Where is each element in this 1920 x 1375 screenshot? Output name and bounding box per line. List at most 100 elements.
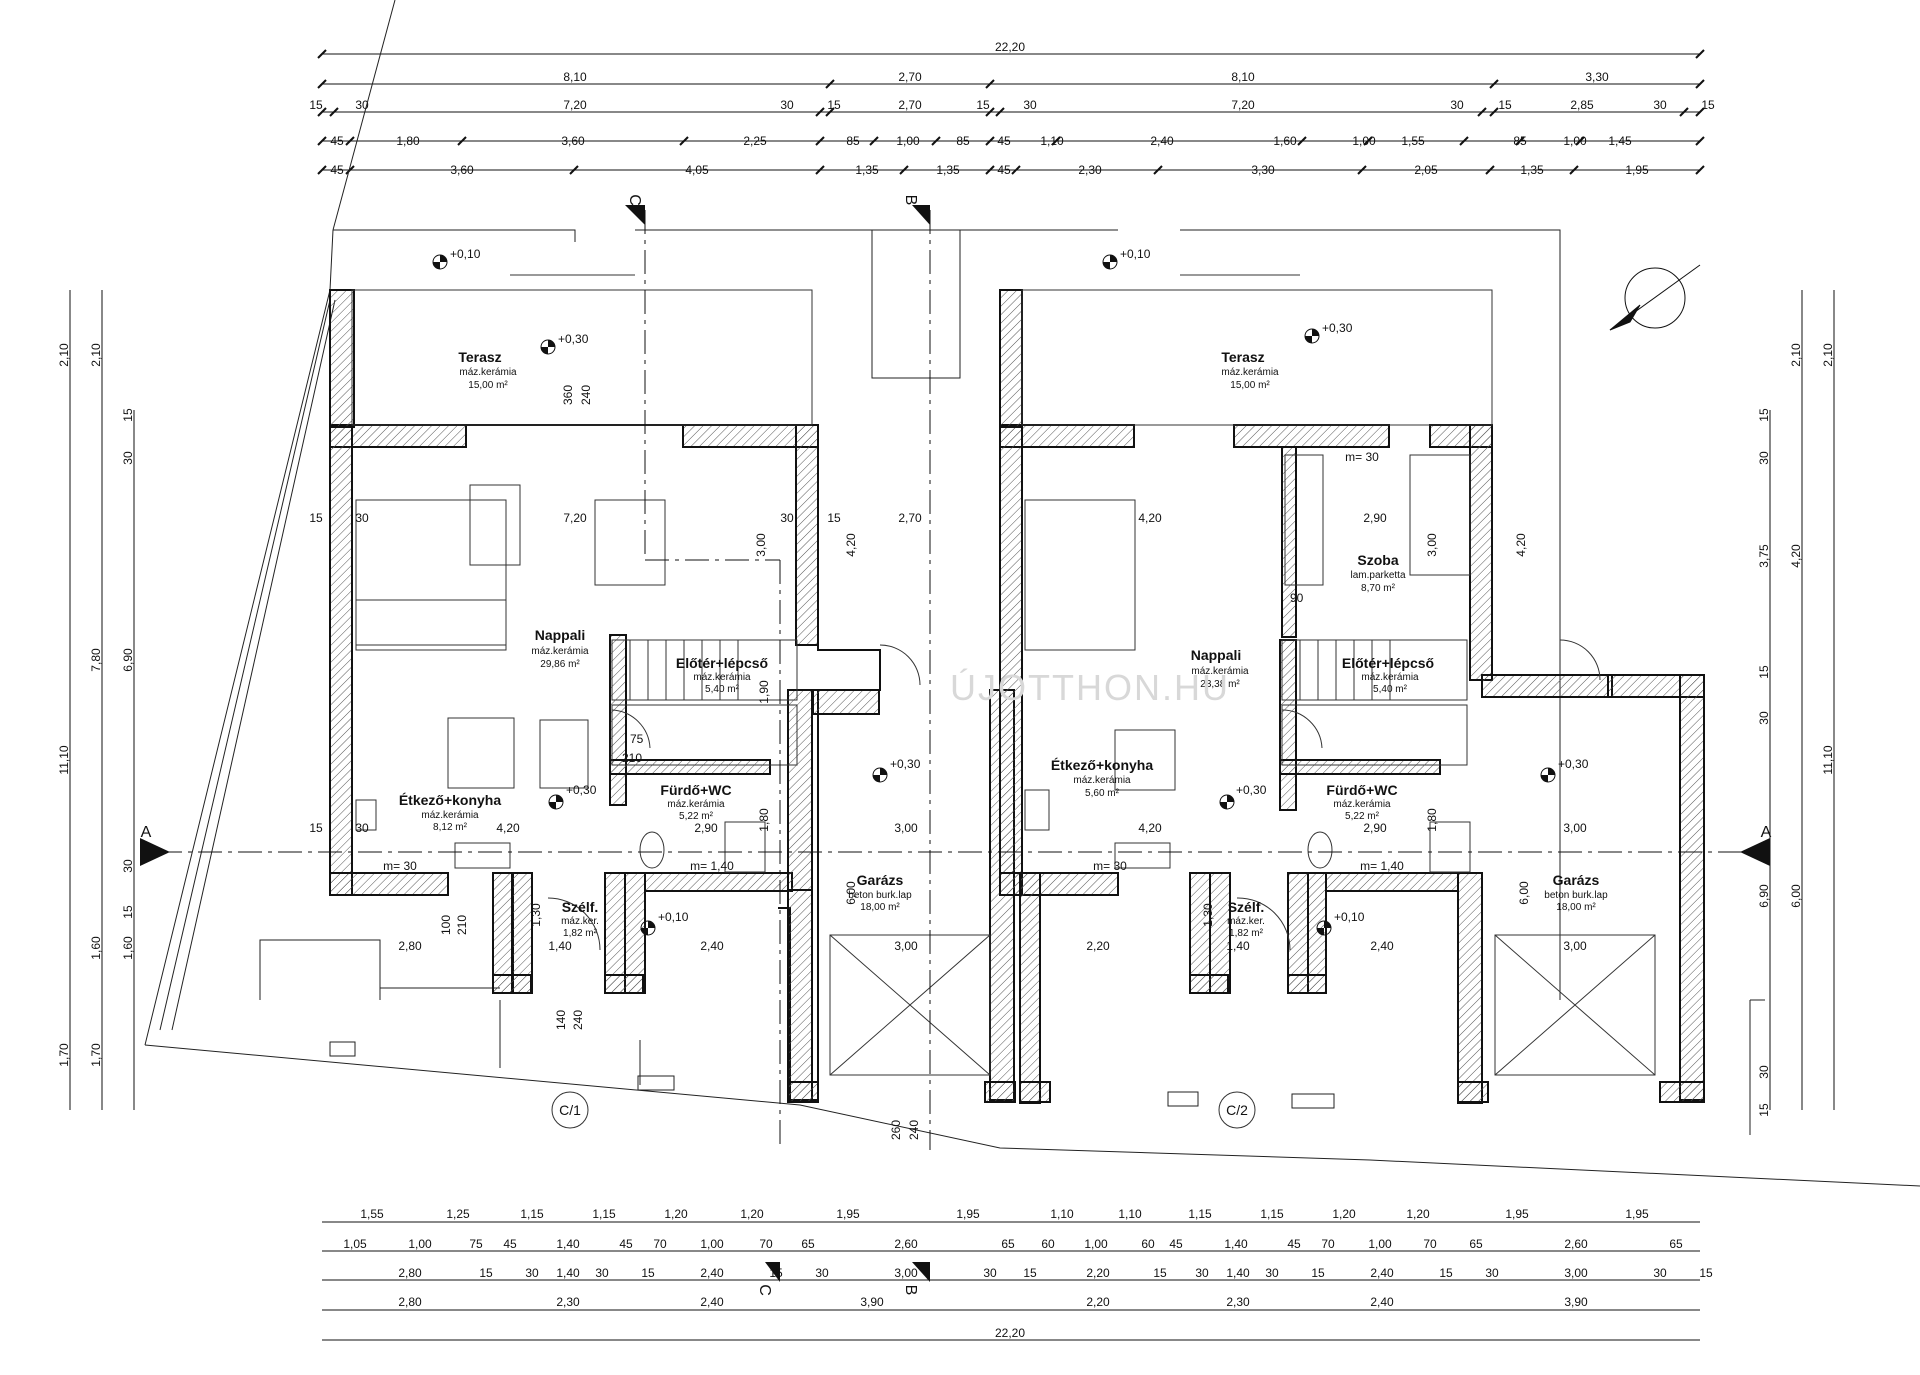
level-text: +0,10	[658, 910, 689, 924]
left-dimension-lines	[69, 290, 135, 1110]
room-floor-szelf-left: máz.ker.	[561, 916, 599, 927]
dim-text: 15	[641, 1266, 655, 1280]
dim-text: 7,80	[89, 648, 103, 672]
dim-text: 2,90	[694, 821, 718, 835]
room-floor-furdo-left: máz.kerámia	[667, 799, 725, 810]
dim-text: 2,05	[1414, 163, 1438, 177]
section-arrow-c-bottom	[765, 1262, 780, 1282]
level-marker-icon	[432, 254, 448, 270]
dim-text: 1,95	[836, 1207, 860, 1221]
dim-text: 1,00	[408, 1237, 432, 1251]
left-dimension-texts: 2,10 11,10 1,70 2,10 7,80 1,60 1,70 15 3…	[57, 343, 135, 1067]
dim-text: 2,30	[1226, 1295, 1250, 1309]
room-floor-szoba-right: lam.parketta	[1350, 570, 1405, 581]
level-text: +0,10	[1120, 247, 1151, 261]
dim-text: 30	[595, 1266, 609, 1280]
rooms-left: Terasz máz.kerámia 15,00 m² Nappali máz.…	[399, 349, 912, 939]
dim-text: 15	[121, 905, 135, 919]
section-label-c-top: C	[626, 194, 643, 206]
dim-text: 1,20	[1332, 1207, 1356, 1221]
dim-text: 1,00	[1368, 1237, 1392, 1251]
dim-text: 1,00	[1563, 134, 1587, 148]
dim-text: 1,30	[1201, 903, 1215, 927]
dim-text: 1,15	[592, 1207, 616, 1221]
dim-text: 1,20	[1406, 1207, 1430, 1221]
dim-text: 75	[469, 1237, 483, 1251]
dim-text: 6,00	[1789, 884, 1803, 908]
dim-text: 2,40	[1370, 1295, 1394, 1309]
dim-text: 360	[561, 385, 575, 405]
level-marker-icon	[540, 339, 556, 355]
dim-text: 3,90	[1564, 1295, 1588, 1309]
dim-text: 6,90	[121, 648, 135, 672]
dim-text: 4,20	[1138, 821, 1162, 835]
dim-text: 15	[309, 511, 323, 525]
room-name-garazs-left: Garázs	[857, 872, 904, 888]
dim-text: m= 30	[383, 859, 417, 873]
dim-text: 2,80	[398, 939, 422, 953]
dim-text: 1,10	[1118, 1207, 1142, 1221]
dim-text: 90	[1290, 591, 1304, 605]
dim-text: 15	[1757, 665, 1771, 679]
dim-text: 1,80	[757, 808, 771, 832]
top-dimension-texts: 22,20 8,10 2,70 8,10 3,30 15 30 7,20 30 …	[309, 40, 1715, 177]
room-area-furdo-right: 5,22 m²	[1345, 811, 1380, 822]
level-marker-icon	[548, 794, 564, 810]
room-floor-szelf-right: máz.ker.	[1227, 916, 1265, 927]
dim-text: 45	[330, 163, 344, 177]
dim-text: 1,60	[1273, 134, 1297, 148]
dim-text: 15	[769, 1266, 783, 1280]
dim-text: m= 1,40	[1360, 859, 1404, 873]
dim-text: 1,10	[1040, 134, 1064, 148]
dim-text: 3,60	[561, 134, 585, 148]
dim-text: 3,00	[894, 821, 918, 835]
room-name-nappali-right: Nappali	[1191, 647, 1242, 663]
dim-text: 1,35	[936, 163, 960, 177]
room-name-nappali-left: Nappali	[535, 627, 586, 643]
room-name-etkezo-left: Étkező+konyha	[399, 792, 502, 808]
level-text: +0,30	[1236, 783, 1267, 797]
section-label-c1: C/1	[559, 1102, 581, 1118]
right-dimension-lines	[1769, 290, 1835, 1110]
dim-text: 15	[827, 98, 841, 112]
dim-text: 2,60	[894, 1237, 918, 1251]
dim-text: 1,95	[956, 1207, 980, 1221]
level-marker-icon	[1219, 794, 1235, 810]
bottom-dimension-texts: 1,55 1,25 1,15 1,15 1,20 1,20 1,95 1,95 …	[343, 1207, 1713, 1340]
level-marker-icon	[1540, 767, 1556, 783]
dim-text: 1,25	[446, 1207, 470, 1221]
dim-text: 1,40	[556, 1237, 580, 1251]
room-area-etkezo-right: 5,60 m²	[1085, 788, 1120, 799]
section-label-b-bottom: B	[902, 1285, 919, 1296]
dim-text: 15	[1498, 98, 1512, 112]
dim-text: 1,15	[1188, 1207, 1212, 1221]
dim-text: 65	[801, 1237, 815, 1251]
dim-text: 210	[622, 751, 642, 765]
dim-text: 2,20	[1086, 939, 1110, 953]
dim-text: 2,30	[556, 1295, 580, 1309]
room-floor-etkezo-right: máz.kerámia	[1073, 775, 1131, 786]
section-label-c-bottom: C	[756, 1284, 773, 1296]
bottom-dimension-lines	[322, 1221, 1700, 1341]
dim-text: 2,60	[1564, 1237, 1588, 1251]
dim-text: 3,00	[1564, 1266, 1588, 1280]
level-marker-icon	[1316, 920, 1332, 936]
room-area-terasz-right: 15,00 m²	[1230, 380, 1270, 391]
dim-text: 1,00	[1084, 1237, 1108, 1251]
room-floor-garazs-left: beton burk.lap	[848, 890, 912, 901]
dim-text: 2,10	[1821, 343, 1835, 367]
dim-text: 2,70	[898, 511, 922, 525]
room-area-eloter-right: 5,40 m²	[1373, 684, 1408, 695]
inner-dims-right: 4,20 2,90 3,00 4,20 90 4,20 2,90 3,00 6,…	[1086, 450, 1587, 953]
dim-text: 85	[956, 134, 970, 148]
dim-text: 30	[780, 98, 794, 112]
dim-text: 2,10	[1789, 343, 1803, 367]
level-markers: +0,10 +0,30 +0,10 +0,30 +0,30 +0,30 +0,1…	[432, 247, 1589, 936]
section-arrow-c-top	[625, 205, 645, 225]
dim-text: 60	[1041, 1237, 1055, 1251]
room-area-etkezo-left: 8,12 m²	[433, 822, 468, 833]
dim-text: 45	[619, 1237, 633, 1251]
dim-text: 4,20	[1789, 544, 1803, 568]
dim-text: 2,25	[743, 134, 767, 148]
dim-text: 2,70	[898, 70, 922, 84]
